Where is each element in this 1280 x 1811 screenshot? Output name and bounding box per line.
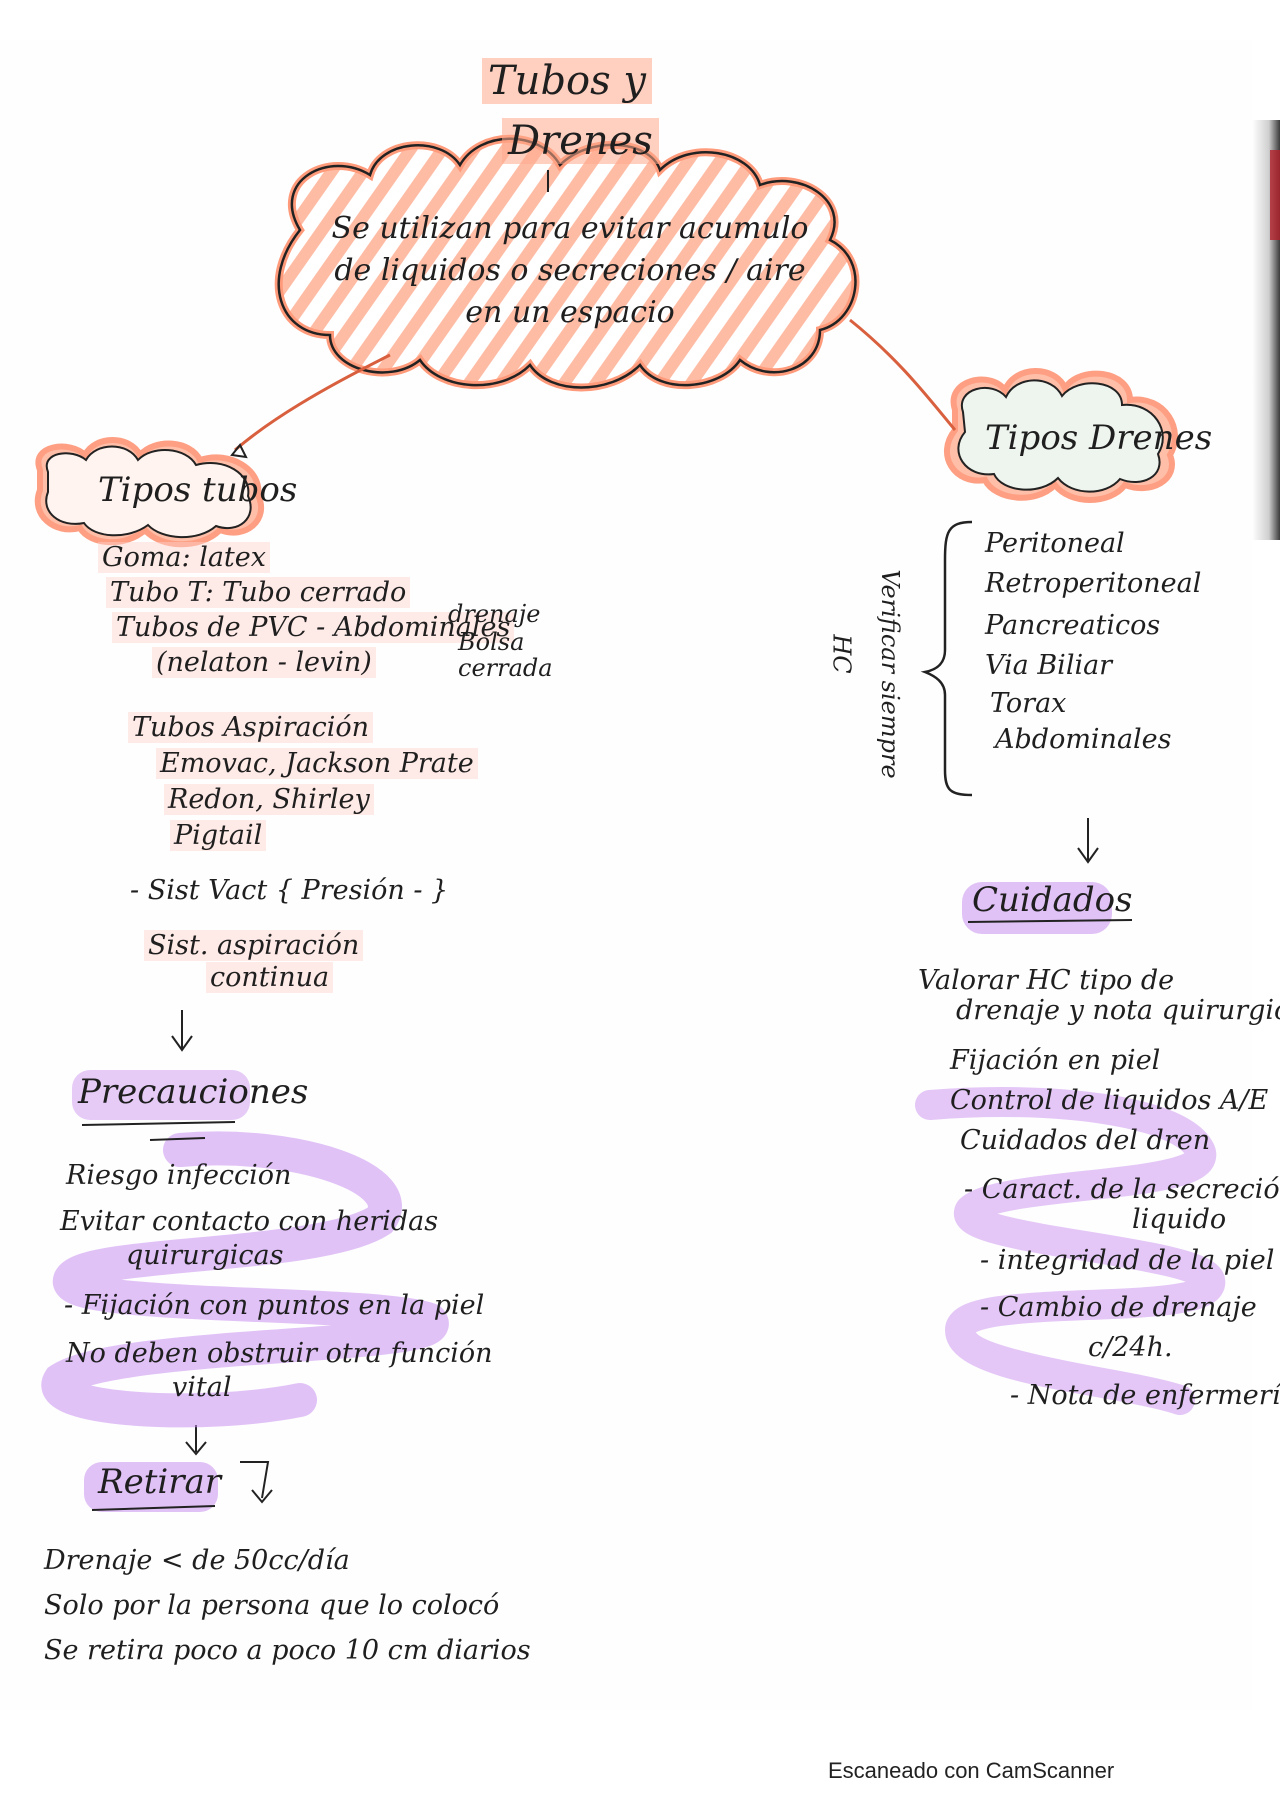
items-brace [920,520,973,797]
care-item-7: liquido [1132,1204,1227,1235]
definition-text: Se utilizan para evitar acumulo de liqui… [331,211,809,330]
precaution-item-3: quirurgicas [126,1240,284,1271]
care-item-2: drenaje y nota quirurgica [956,995,1280,1026]
dren-item-6: Abdominales [995,724,1172,755]
tipos-tubos-cloud [34,437,265,548]
node-cuidados: Cuidados [972,880,1133,920]
scanner-watermark: Escaneado con CamScanner [828,1758,1115,1783]
continuous-line-1: Sist. aspiración [144,930,364,961]
purple-highlight-retirar [84,1462,218,1512]
purple-highlight-precauciones [72,1070,250,1120]
care-item-9: - Cambio de drenaje [980,1292,1257,1323]
vacuum-system: - Sist Vact { Presión - } [130,875,449,906]
side-note-2: Bolsa [458,628,525,656]
dren-item-1: Peritoneal [985,528,1125,559]
title-line-1: Tubos y [482,58,652,104]
remove-item-3: Se retira poco a poco 10 cm diarios [44,1635,531,1666]
brace-label-1: Verificar siempre [876,569,904,779]
left-item-4: (nelaton - levin) [152,647,376,678]
dren-item-4: Via Biliar [985,650,1113,681]
connector-lines [234,170,957,452]
aspiration-line-1: Emovac, Jackson Prate [156,748,478,779]
aspiration-line-3: Pigtail [170,820,267,851]
underlines [81,919,1133,1511]
left-item-1: Goma: latex [98,542,270,573]
purple-highlight-care [915,1087,1225,1415]
precaution-item-5: No deben obstruir otra función [66,1338,493,1369]
node-retirar: Retirar [98,1462,222,1502]
care-item-8: - integridad de la piel [980,1245,1275,1276]
side-note-1: drenaje [448,600,541,628]
scan-edge-mark [1270,150,1280,240]
dren-item-3: Pancreaticos [985,610,1161,641]
care-item-1: Valorar HC tipo de [918,965,1175,996]
care-item-6: - Caract. de la secreción o [964,1174,1280,1205]
care-item-4: Control de liquidos A/E [950,1085,1269,1116]
brace-label-2: HC [827,634,856,674]
continuous-line-2: continua [206,962,334,993]
node-precauciones: Precauciones [78,1072,309,1112]
node-tipos-tubos: Tipos tubos [98,470,298,510]
care-item-11: - Nota de enfermería [1010,1380,1280,1411]
title-line-2: Drenes [502,118,659,164]
arrow-heads [171,443,1099,1504]
left-item-2: Tubo T: Tubo cerrado [106,577,411,608]
definition-cloud [274,134,860,392]
remove-item-1: Drenaje < de 50cc/día [44,1545,350,1576]
care-item-5: Cuidados del dren [960,1125,1211,1156]
care-item-10: c/24h. [1088,1332,1173,1363]
purple-highlight-precautions [42,1131,449,1428]
dren-item-2: Retroperitoneal [985,568,1202,599]
dren-item-5: Torax [990,688,1067,719]
node-tipos-drenes: Tipos Drenes [985,418,1213,458]
left-item-3: Tubos de PVC - Abdominales [112,612,515,643]
tipos-drenes-cloud [943,368,1178,503]
remove-item-2: Solo por la persona que lo colocó [44,1590,500,1621]
care-item-3: Fijación en piel [950,1045,1161,1076]
side-note-3: cerrada [458,654,553,682]
precaution-item-4: - Fijación con puntos en la piel [64,1290,485,1321]
precaution-item-2: Evitar contacto con heridas [60,1206,439,1237]
precaution-item-6: vital [172,1372,232,1403]
aspiration-header: Tubos Aspiración [128,712,374,743]
aspiration-line-2: Redon, Shirley [164,784,374,815]
precaution-item-1: Riesgo infección [66,1160,292,1191]
